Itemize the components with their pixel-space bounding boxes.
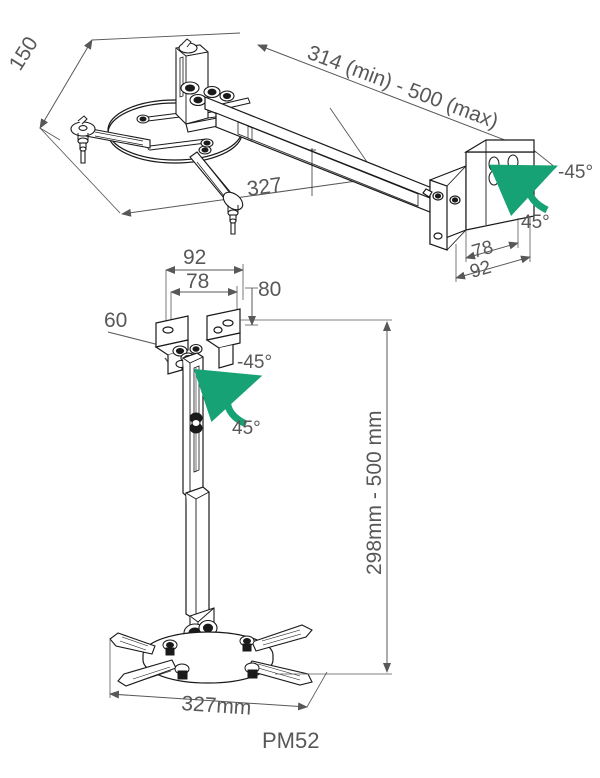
dim-150 (39, 32, 241, 214)
dim-label-92-side: 92 (183, 246, 206, 269)
model-label: PM52 (262, 728, 319, 753)
angle-label-neg45-side: -45° (237, 352, 272, 373)
dim-label-80-side: 80 (258, 278, 281, 301)
wall-bracket-plate (422, 165, 467, 251)
tilt-arc-top (488, 164, 558, 217)
spider-arm-bottom (189, 145, 244, 235)
ceiling-bracket (154, 308, 241, 375)
spider-plate-bolts (162, 635, 260, 680)
angle-label-neg45-top: -45° (558, 162, 593, 183)
dim-drop-range (240, 319, 392, 675)
side-view-group: 92 78 80 60 (104, 246, 392, 753)
dim-label-327mm: 327mm (181, 692, 252, 720)
ceiling-plate-slots (137, 110, 209, 151)
height-adjust-knobs (189, 412, 203, 434)
spider-arms (109, 624, 313, 687)
dim-label-drop-range: 298mm - 500 mm (363, 410, 386, 575)
lower-tube (185, 486, 210, 621)
dim-label-78-side: 78 (186, 270, 209, 293)
dim-92-side (165, 264, 244, 325)
dim-label-60: 60 (104, 309, 127, 332)
dim-327mm-bottom (109, 640, 328, 711)
spider-arm-left (70, 115, 151, 164)
dim-78-92-top (455, 216, 531, 282)
angle-label-pos45-top: 45° (521, 212, 550, 233)
tilt-arc-side (193, 368, 263, 428)
dim-80-side (245, 287, 258, 326)
dim-label-327-top: 327 (245, 173, 283, 201)
angle-label-pos45-side: 45° (232, 418, 261, 439)
